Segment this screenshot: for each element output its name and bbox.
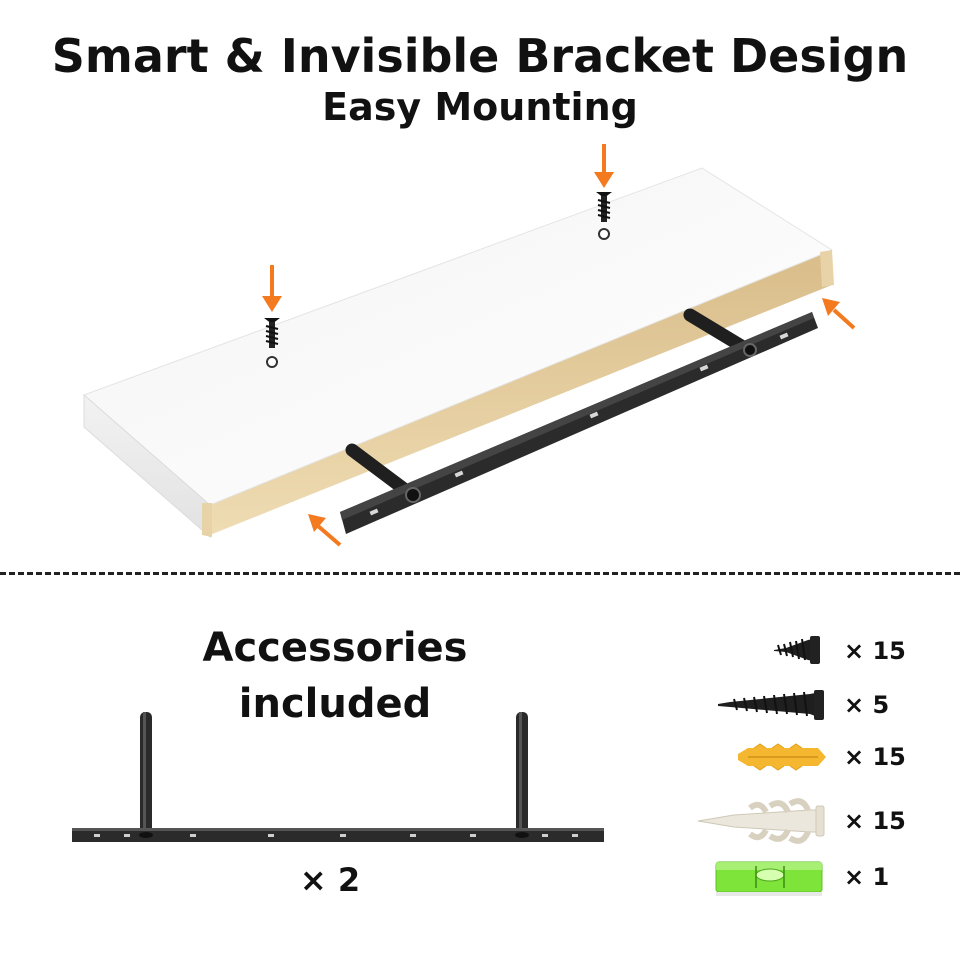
shelf-front-face	[83, 393, 211, 539]
shelf-right-edge	[820, 250, 834, 287]
accessory-quantity: × 15	[844, 743, 906, 771]
screw-icon	[264, 318, 280, 348]
screw-hole-left	[266, 356, 278, 368]
page-subtitle: Easy Mounting	[322, 85, 638, 129]
screw-icon	[596, 192, 612, 222]
accessory-quantity: × 15	[844, 637, 906, 665]
screw-hole-right	[598, 228, 610, 240]
short-screw-icon	[774, 636, 820, 664]
shelf-bracket-illustration	[83, 144, 856, 547]
accessory-item: × 15	[690, 626, 950, 676]
long-screw-icon	[718, 690, 824, 720]
bracket-accessory-icon	[72, 712, 604, 842]
page-title: Smart & Invisible Bracket Design	[51, 29, 909, 83]
accessory-quantity: × 5	[844, 691, 890, 719]
arrow-down-icon	[594, 144, 614, 188]
arrow-diagonal-icon	[822, 298, 856, 330]
section-divider	[0, 572, 960, 575]
arrow-down-icon	[262, 265, 282, 312]
accessory-item: × 15	[690, 732, 950, 782]
accessory-quantity: × 1	[844, 863, 890, 891]
arrow-diagonal-icon	[308, 514, 342, 547]
yellow-wall-anchor-icon	[738, 743, 826, 771]
bracket-plate	[340, 312, 818, 534]
accessory-quantity: × 15	[844, 807, 906, 835]
accessories-title: Accessories included	[202, 625, 468, 727]
bubble-level-icon	[715, 861, 823, 896]
shelf-end-edge	[202, 503, 212, 537]
white-drywall-anchor-icon	[697, 798, 825, 844]
accessory-item: × 15	[690, 796, 950, 846]
accessory-item: × 1	[690, 852, 950, 902]
accessory-item: × 5	[690, 680, 950, 730]
bracket-quantity: × 2	[299, 861, 361, 899]
